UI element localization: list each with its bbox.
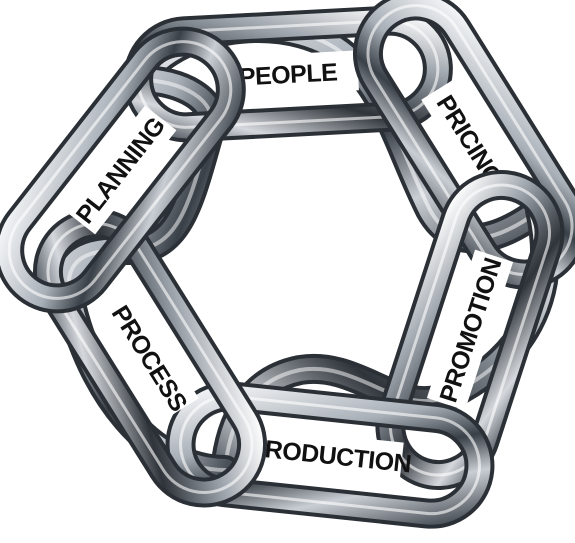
chain-link-planning: PLANNING xyxy=(0,26,246,314)
label-plate-production xyxy=(256,427,404,483)
chain-link-process: PROCESS xyxy=(32,208,268,508)
label-plate-planning xyxy=(63,105,177,235)
link-label-people: PEOPLE xyxy=(238,58,338,91)
flat-links: PEOPLE PRICING PROMOTION PRODUCTION xyxy=(0,0,575,529)
label-plate-process xyxy=(101,296,199,420)
label-plate-people xyxy=(217,50,359,98)
chain-link-promotion: PROMOTION xyxy=(375,169,565,491)
chain-link-production: PRODUCTION xyxy=(165,381,495,529)
label-plate-promotion xyxy=(426,249,514,411)
